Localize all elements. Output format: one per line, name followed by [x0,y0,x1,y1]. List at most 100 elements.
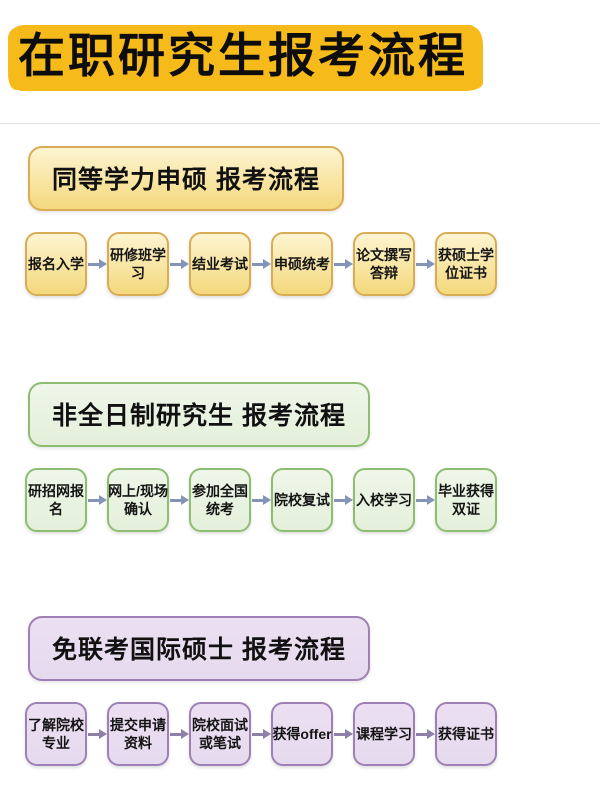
flow-step-line: 入校学习 [356,492,412,509]
arrow-head [344,259,353,270]
page-title: 在职研究生报考流程 [18,29,468,82]
arrow-shaft [415,262,428,266]
arrow-right-icon [415,702,435,766]
flow-row: 报名入学研修班学习结业考试申硕统考论文撰写答辩获硕士学位证书 [25,232,600,297]
flow-step-line: 课程学习 [356,726,412,743]
arrow-shaft [415,732,428,736]
arrow-head [180,259,189,270]
flow-step-line: 或笔试 [199,735,241,752]
section-feiquanrizhi-yanjiusheng: 非全日制研究生 报考流程 研招网报名网上/现场确认参加全国统考院校复试入校学习毕… [0,382,600,533]
flow-step-line: 院校面试 [192,717,248,734]
flow-step: 院校面试或笔试 [189,702,251,767]
arrow-head [426,259,435,270]
arrow-right-icon [251,232,271,296]
flow-step-line: 名 [49,501,63,518]
title-highlight: 在职研究生报考流程 [10,25,480,90]
flow-row: 研招网报名网上/现场确认参加全国统考院校复试入校学习毕业获得双证 [25,468,600,533]
arrow-shaft [333,262,346,266]
arrow-head [344,729,353,740]
flow-step-line: 提交申请 [110,717,166,734]
arrow-shaft [333,498,346,502]
flow-step-line: 研修班学 [110,247,166,264]
arrow-shaft [169,498,182,502]
arrow-right-icon [333,702,353,766]
flow-step-line: 结业考试 [192,256,248,273]
arrow-shaft [251,262,264,266]
arrow-right-icon [333,232,353,296]
flow-step-line: 双证 [452,501,480,518]
flow-step-line: 位证书 [445,265,487,282]
flow-step-line: 获硕士学 [438,247,494,264]
arrow-right-icon [87,468,107,532]
arrow-right-icon [415,232,435,296]
divider [0,123,600,125]
flow-step: 研招网报名 [25,468,87,533]
flow-step-line: 确认 [124,501,152,518]
section-tongdeng-xueli-shenshuo: 同等学力申硕 报考流程 报名入学研修班学习结业考试申硕统考论文撰写答辩获硕士学位… [0,146,600,297]
flow-step: 课程学习 [353,702,415,767]
flow-step-line: 论文撰写 [356,247,412,264]
flow-step: 报名入学 [25,232,87,297]
flow-step: 结业考试 [189,232,251,297]
flow-step: 获得证书 [435,702,497,767]
arrow-head [180,729,189,740]
flow-step: 院校复试 [271,468,333,533]
arrow-shaft [169,262,182,266]
arrow-right-icon [87,702,107,766]
flow-step-line: 习 [131,265,145,282]
flow-step: 研修班学习 [107,232,169,297]
section-header: 非全日制研究生 报考流程 [28,382,370,448]
arrow-right-icon [333,468,353,532]
flow-step: 提交申请资料 [107,702,169,767]
flow-step-line: 获得offer [272,726,332,743]
flow-step: 入校学习 [353,468,415,533]
arrow-right-icon [251,702,271,766]
flow-step-line: 参加全国 [192,483,248,500]
flow-step: 了解院校专业 [25,702,87,767]
flow-step-line: 院校复试 [274,492,330,509]
arrow-head [426,495,435,506]
section-header: 免联考国际硕士 报考流程 [28,616,370,682]
arrow-head [262,259,271,270]
arrow-head [98,729,107,740]
flow-step-line: 统考 [206,501,234,518]
arrow-right-icon [251,468,271,532]
flow-step-line: 研招网报 [28,483,84,500]
flow-step: 论文撰写答辩 [353,232,415,297]
arrow-shaft [87,498,100,502]
arrow-shaft [333,732,346,736]
section-header: 同等学力申硕 报考流程 [28,146,344,212]
arrow-head [344,495,353,506]
arrow-shaft [169,732,182,736]
arrow-head [180,495,189,506]
flow-step-line: 答辩 [370,265,398,282]
flow-step: 毕业获得双证 [435,468,497,533]
arrow-right-icon [169,468,189,532]
flow-step-line: 专业 [42,735,70,752]
arrow-head [426,729,435,740]
arrow-right-icon [169,232,189,296]
arrow-head [262,729,271,740]
flow-step-line: 申硕统考 [274,256,330,273]
page-title-wrap: 在职研究生报考流程 [0,0,600,90]
flow-step-line: 报名入学 [28,256,84,273]
flow-step: 网上/现场确认 [107,468,169,533]
flow-step: 获硕士学位证书 [435,232,497,297]
arrow-shaft [87,732,100,736]
flow-step-line: 毕业获得 [438,483,494,500]
arrow-head [98,259,107,270]
flow-step-line: 网上/现场 [108,483,168,500]
flow-step: 获得offer [271,702,333,767]
arrow-shaft [87,262,100,266]
flow-step-line: 了解院校 [28,717,84,734]
flow-step-line: 资料 [124,735,152,752]
flow-step-line: 获得证书 [438,726,494,743]
arrow-shaft [251,732,264,736]
arrow-shaft [415,498,428,502]
arrow-right-icon [87,232,107,296]
arrow-head [98,495,107,506]
arrow-right-icon [415,468,435,532]
arrow-head [262,495,271,506]
